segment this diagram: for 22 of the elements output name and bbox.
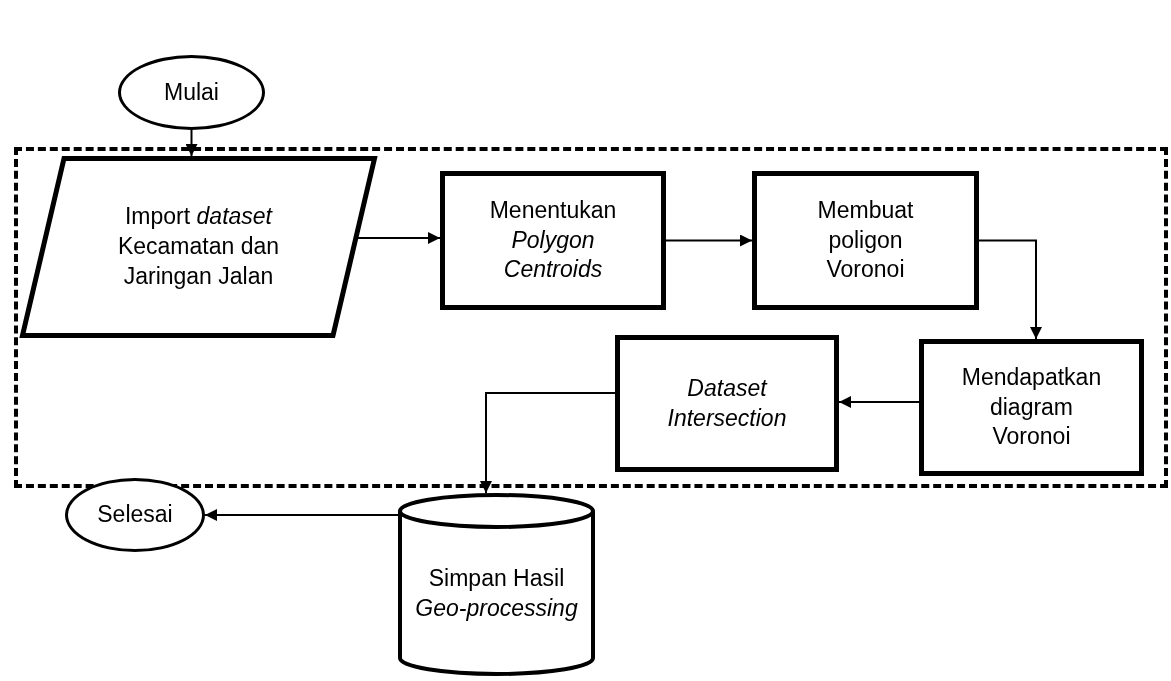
arrow [665, 234, 753, 247]
step-label: Mulai [164, 77, 219, 107]
process-box [440, 171, 666, 310]
step-label: Membuat poligon Voronoi [816, 195, 915, 285]
input-parallelogram [20, 156, 377, 338]
arrow [978, 239, 1042, 340]
process-box [615, 335, 839, 472]
step-label: Dataset Intersection [666, 373, 788, 433]
step-label: Simpan Hasil Geo-processing [414, 563, 579, 623]
arrow [838, 396, 920, 408]
arrow [480, 392, 616, 494]
process-box [919, 339, 1144, 476]
step-label: Import dataset Kecamatan dan Jaringan Jalan [116, 202, 281, 291]
group-boundary [14, 147, 1168, 488]
arrow [185, 129, 198, 157]
step-label: Selesai [97, 500, 173, 530]
step-label: Menentukan Polygon Centroids [488, 195, 618, 285]
step-label: Mendapatkan diagram Voronoi [960, 362, 1103, 452]
arrow [204, 509, 399, 521]
process-box [752, 171, 979, 310]
arrow [356, 232, 441, 244]
database-cylinder [398, 493, 595, 676]
